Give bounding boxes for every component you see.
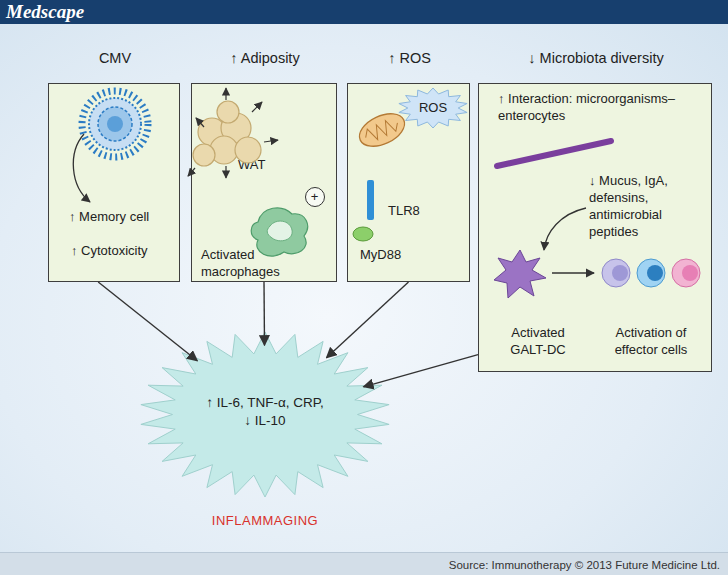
inflammation-star: ↑ IL-6, TNF-α, CRP, ↓ IL-10INFLAMMAGING (140, 332, 390, 497)
ros-burst: ROS (398, 88, 468, 128)
node-text: MyD88 (360, 246, 420, 263)
process-box: CMV↑ Memory cell↑ Cytotoxicity (48, 83, 180, 282)
node-text: + (306, 188, 323, 205)
node-text: ↑ Cytotoxicity (71, 242, 179, 259)
header-banner (0, 0, 728, 24)
source-caption: Source: Immunotherapy © 2013 Future Medi… (449, 559, 720, 571)
column-heading: CMV (39, 50, 191, 67)
process-box: ↓ Microbiota diversity↑ Interaction: mic… (478, 83, 712, 372)
node-text: ↑ Interaction: microorganisms–enterocyte… (498, 90, 698, 124)
node-text: INFLAMMAGING (140, 512, 390, 529)
process-box: ↑ ROSTLR8MyD88ROS (347, 83, 470, 282)
outline-shape (141, 332, 389, 497)
plus-circle: + (305, 187, 325, 207)
connector-arrow (364, 355, 479, 387)
node-text: ↑ Memory cell (69, 208, 179, 225)
connector-arrow (327, 282, 409, 358)
node-text: ↓ Mucus, IgA, defensins, antimicrobial p… (589, 172, 711, 240)
logo-text: Medscape (6, 1, 84, 23)
node-text: Activated macrophages (201, 246, 297, 280)
node-text: ↑ IL-6, TNF-α, CRP, ↓ IL-10 (202, 394, 328, 430)
outline-shape (399, 88, 467, 128)
node-text: ROS (398, 99, 468, 116)
node-text: TLR8 (388, 202, 438, 219)
column-heading: ↑ ROS (338, 50, 481, 67)
connector-arrow (98, 282, 197, 361)
node-text: Activated GALT-DC (493, 324, 583, 358)
column-heading: ↓ Microbiota diversity (469, 50, 723, 67)
column-heading: ↑ Adiposity (182, 50, 348, 67)
process-box: ↑ AdiposityWATActivated macrophages+ (191, 83, 337, 282)
node-text: WAT (238, 156, 278, 173)
node-text: Activation of effector cells (595, 324, 707, 358)
